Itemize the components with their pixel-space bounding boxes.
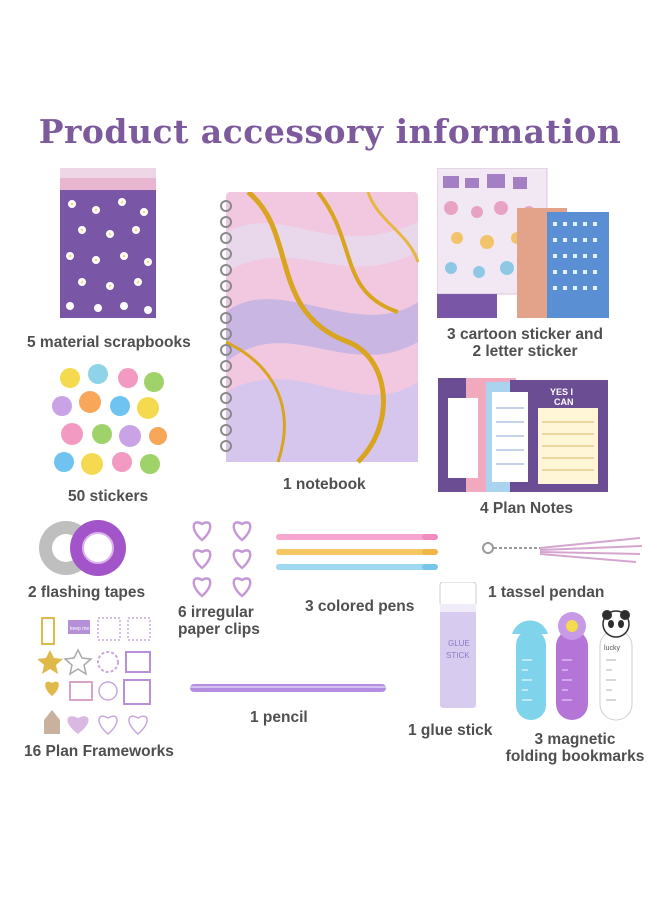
pencil-image — [190, 681, 390, 695]
page-title: Product accessory information — [38, 112, 622, 151]
tassel-pendant-image — [480, 530, 650, 566]
cartoon-stickers-label-line1: 3 cartoon sticker and — [447, 326, 603, 343]
flashing-tapes-image — [38, 516, 130, 580]
flashing-tapes-label: 2 flashing tapes — [28, 584, 146, 601]
plan-notes-image: YES I CAN — [438, 378, 608, 492]
paper-clips-label: 6 irregular paper clips — [178, 604, 260, 638]
paper-clips-label-line1: 6 irregular — [178, 604, 254, 621]
colored-pens-label: 3 colored pens — [305, 598, 415, 615]
notebook-image — [208, 192, 420, 464]
paper-clips-label-line2: paper clips — [178, 621, 260, 638]
stickers-pile-image — [50, 362, 170, 482]
scrapbooks-label: 5 material scrapbooks — [27, 334, 191, 351]
pencil-label: 1 pencil — [250, 709, 308, 726]
plan-note-text-1: YES I — [550, 387, 573, 397]
tassel-pendant-label: 1 tassel pendan — [488, 584, 605, 601]
bookmarks-image: lucky — [508, 610, 648, 722]
plan-frameworks-label: 16 Plan Frameworks — [24, 743, 174, 760]
glue-stick-text-1: GLUE — [448, 639, 470, 648]
paper-clips-image — [186, 514, 260, 600]
glue-stick-label: 1 glue stick — [408, 722, 493, 739]
cartoon-stickers-image — [437, 168, 609, 318]
stickers-label: 50 stickers — [68, 488, 149, 505]
glue-stick-image: GLUE STICK — [436, 582, 480, 710]
bookmark-text: lucky — [604, 645, 620, 652]
colored-pens-image — [272, 530, 442, 574]
notebook-label: 1 notebook — [283, 476, 366, 493]
frame-text: keep me — [70, 626, 89, 632]
scrapbooks-image — [60, 168, 156, 318]
cartoon-stickers-label: 3 cartoon sticker and 2 letter sticker — [436, 326, 614, 360]
bookmarks-label-line2: folding bookmarks — [505, 748, 645, 765]
cartoon-stickers-label-line2: 2 letter sticker — [472, 343, 578, 360]
bookmarks-label-line1: 3 magnetic — [534, 731, 616, 748]
plan-note-text-2: CAN — [554, 397, 574, 407]
plan-notes-label: 4 Plan Notes — [480, 500, 574, 517]
plan-frameworks-image: keep me — [38, 616, 158, 736]
glue-stick-text-2: STICK — [446, 651, 470, 660]
bookmarks-label: 3 magnetic folding bookmarks — [494, 731, 656, 765]
